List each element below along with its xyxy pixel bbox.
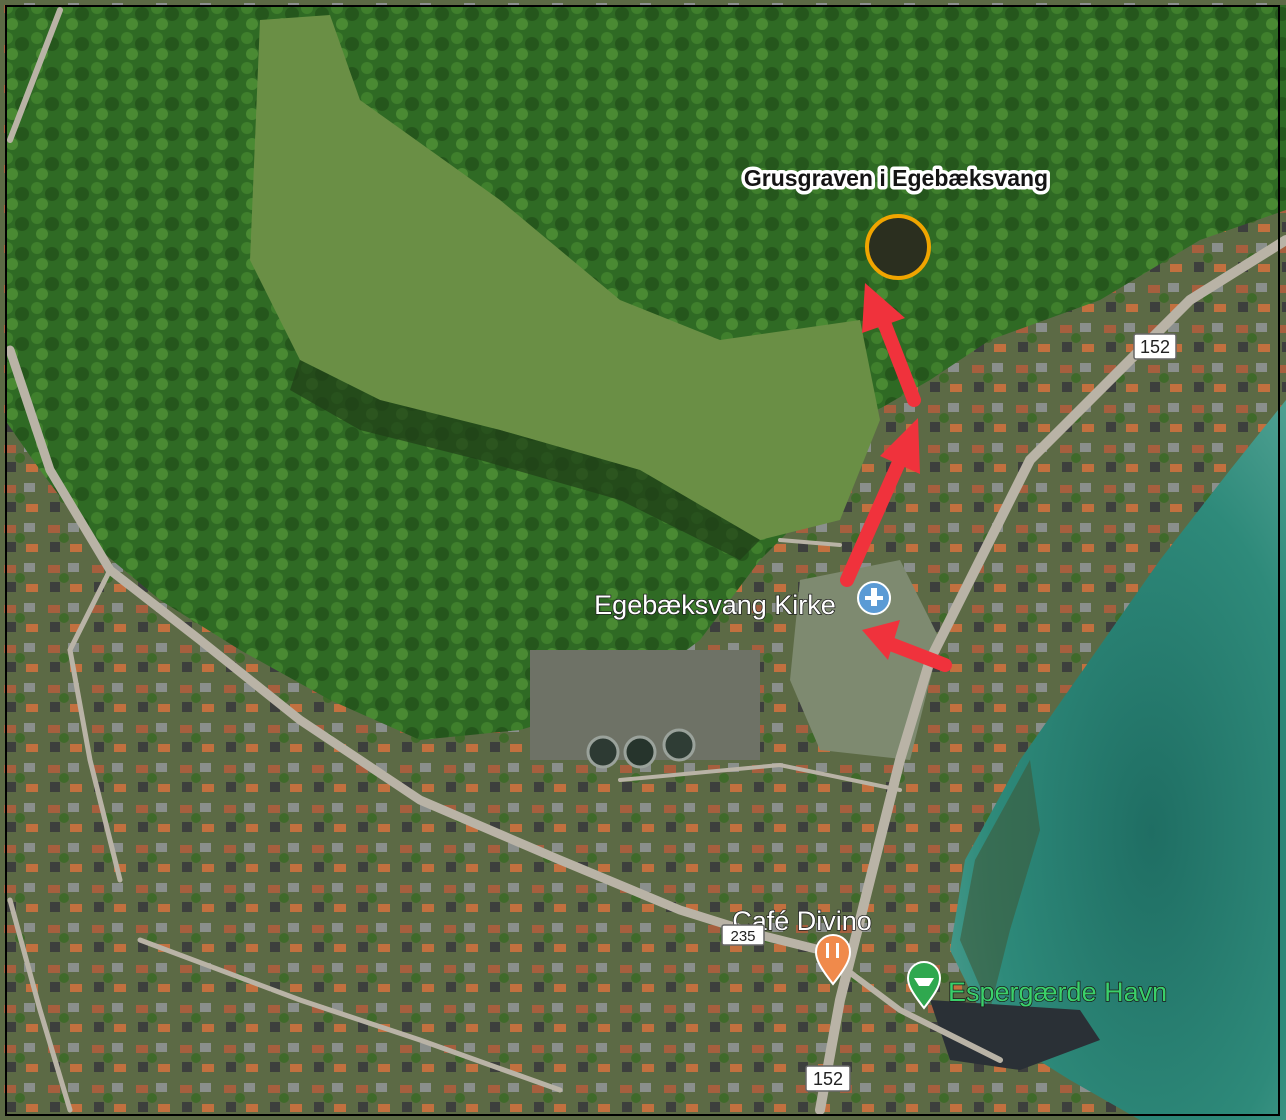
basin <box>586 735 620 769</box>
meadow <box>250 15 880 540</box>
destination-marker[interactable] <box>865 214 931 280</box>
church-pin-icon[interactable] <box>857 581 891 615</box>
road <box>817 947 1003 1063</box>
sea <box>950 400 1286 1120</box>
road-shield-partial: 235 <box>721 924 765 946</box>
harbor-pin-icon[interactable] <box>906 961 942 1010</box>
road <box>67 567 123 883</box>
road-shield-number: 152 <box>813 1069 843 1089</box>
road <box>7 897 73 1113</box>
road <box>5 345 825 955</box>
basin <box>662 728 696 762</box>
road-shield: 152 <box>805 1065 851 1092</box>
tree-shadow <box>290 360 760 560</box>
place-label-church: Egebæksvang Kirke <box>594 590 836 620</box>
shoreline <box>960 760 1040 1010</box>
cemetery <box>790 560 940 760</box>
road <box>7 7 63 143</box>
harbor <box>930 1000 1100 1070</box>
destination-label: Grusgraven i Egebæksvang <box>744 165 1048 191</box>
restaurant-pin-icon[interactable] <box>814 934 852 986</box>
route-arrow-3 <box>862 283 921 407</box>
road-shield-number: 152 <box>1140 337 1170 357</box>
place-label-cafe: Café Divino <box>732 906 872 936</box>
road <box>618 762 902 792</box>
road-shield: 152 <box>1133 333 1177 360</box>
route-arrow-2 <box>840 418 920 587</box>
place-label-harbor: Espergærde Havn <box>948 977 1167 1007</box>
basin <box>623 735 657 769</box>
route-arrows <box>840 283 952 672</box>
road-shield-number: 235 <box>730 928 755 945</box>
path <box>778 538 842 547</box>
road <box>137 937 563 1093</box>
route-arrow-1 <box>862 620 952 672</box>
